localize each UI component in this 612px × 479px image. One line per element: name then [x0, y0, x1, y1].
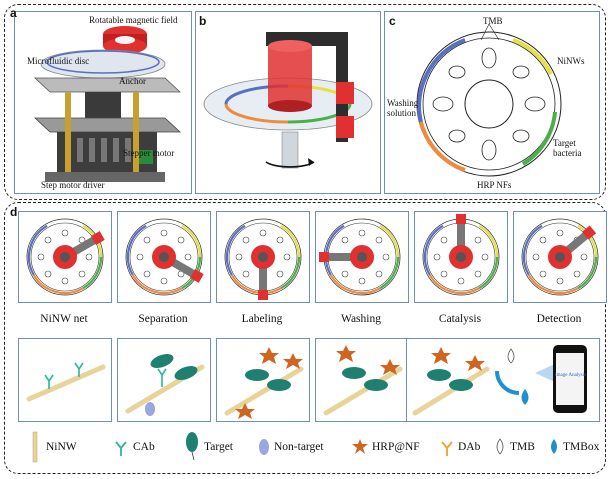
legend-tmb: TMB	[510, 441, 535, 453]
step-disc-3	[216, 211, 310, 303]
callout-step-motor-driver: Step motor driver	[41, 180, 105, 190]
step-disc-5	[414, 211, 508, 303]
callout-washing-solution: Washing solution	[387, 98, 419, 118]
panel-c-label: c	[389, 14, 396, 28]
panel-b	[195, 11, 381, 194]
mech-labeling	[216, 338, 310, 422]
step-label-catalysis: Catalysis	[438, 313, 482, 325]
legend-dab-icon	[441, 441, 453, 456]
step-label-labeling: Labeling	[241, 313, 283, 325]
step-label-detection: Detection	[536, 313, 582, 325]
callout-stepper-motor: Stepper motor	[123, 148, 175, 158]
legend-cab: CAb	[133, 441, 155, 453]
callout-tmb: TMB	[483, 16, 503, 26]
legend-tmbox-icon	[551, 439, 557, 454]
callout-anchor: Anchor	[119, 76, 146, 86]
panel-b-label: b	[199, 14, 207, 28]
top-frame	[4, 4, 606, 200]
legend-tmbox: TMBox	[563, 441, 600, 453]
panel-a: Rotatable magnetic field Microfluidic di…	[14, 11, 192, 194]
panel-c: TMB NiNWs Washing solution Target bacter…	[384, 11, 600, 194]
callout-target-bacteria: Target bacteria	[553, 138, 582, 158]
callout-ninws: NiNWs	[557, 56, 585, 66]
device-illustration	[33, 26, 182, 182]
step-disc-6	[513, 211, 607, 303]
legend-ninw: NiNW	[46, 441, 77, 453]
phone-screen-text: Image Analysis	[555, 373, 586, 378]
mech-separation	[117, 338, 211, 422]
step-label-washing: Washing	[341, 313, 381, 325]
mech-washing	[315, 338, 409, 422]
panel-a-label: a	[10, 6, 17, 20]
mech-ninw-net	[18, 338, 112, 422]
mech-catalysis-detection: Image Analysis	[406, 338, 600, 422]
step-disc-2	[117, 211, 211, 303]
step-label-separation: Separation	[138, 313, 188, 325]
legend-cab-icon	[115, 441, 127, 456]
legend-target-icon	[186, 432, 198, 461]
panel-d-label: d	[10, 205, 18, 219]
legend-non-target-icon	[259, 439, 269, 455]
rotation-illustration	[203, 32, 373, 169]
step-label-ninw-net: NiNW net	[40, 313, 88, 325]
step-disc-1	[18, 211, 112, 303]
step-disc-4	[315, 211, 409, 303]
callout-rotatable-magnetic-field: Rotatable magnetic field	[89, 15, 178, 25]
bottom-frame	[4, 202, 606, 474]
callout-hrp-nfs: HRP NFs	[477, 180, 512, 190]
chip-schematic	[416, 23, 562, 177]
legend-non-target: Non-target	[274, 441, 324, 453]
callout-microfluidic-disc: Microfluidic disc	[27, 56, 90, 66]
legend-tmb-icon	[496, 438, 504, 455]
legend-dab: DAb	[458, 441, 481, 453]
legend-hrp-nf-icon	[352, 439, 368, 454]
legend-target: Target	[204, 441, 233, 453]
legend-ninw-icon	[32, 431, 38, 463]
legend-hrp-nf: HRP@NF	[372, 441, 420, 453]
